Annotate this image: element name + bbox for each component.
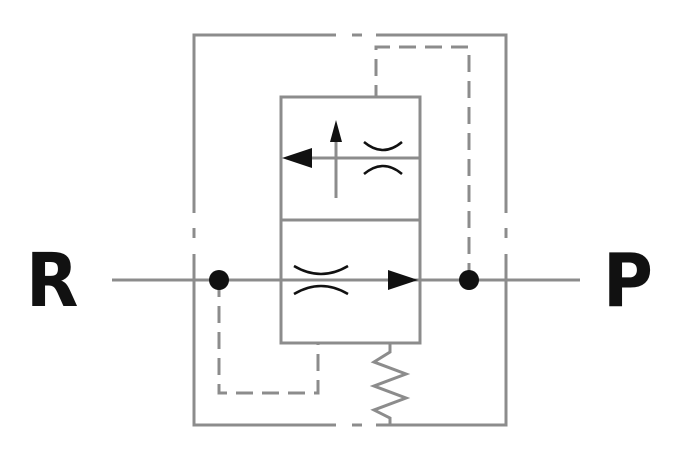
port-r-label: R: [26, 238, 79, 324]
pilot-line-r-side: [217, 280, 320, 395]
pilot-lines: [217, 45, 471, 395]
port-p-label: P: [603, 238, 653, 324]
enclosure-bottom-right: [376, 254, 508, 427]
outer-enclosure: [192, 33, 508, 427]
enclosure-top-right: [376, 33, 508, 213]
enclosure-top-left: [192, 33, 336, 213]
upper-flow-arrowhead: [282, 148, 312, 168]
spring-symbol: [369, 343, 411, 425]
junction-dot-r: [209, 270, 229, 290]
enclosure-bottom-left: [192, 254, 336, 427]
valve-body: [279, 95, 422, 345]
lower-flow-arrowhead: [388, 270, 418, 290]
upper-pilot-arrowhead: [330, 120, 342, 142]
lower-orifice-symbol: [293, 264, 349, 296]
upper-position: [282, 120, 420, 198]
upper-orifice-symbol: [363, 141, 403, 175]
junction-dot-p: [459, 270, 479, 290]
lower-position: [293, 264, 418, 296]
pilot-line-p-side: [374, 45, 471, 280]
